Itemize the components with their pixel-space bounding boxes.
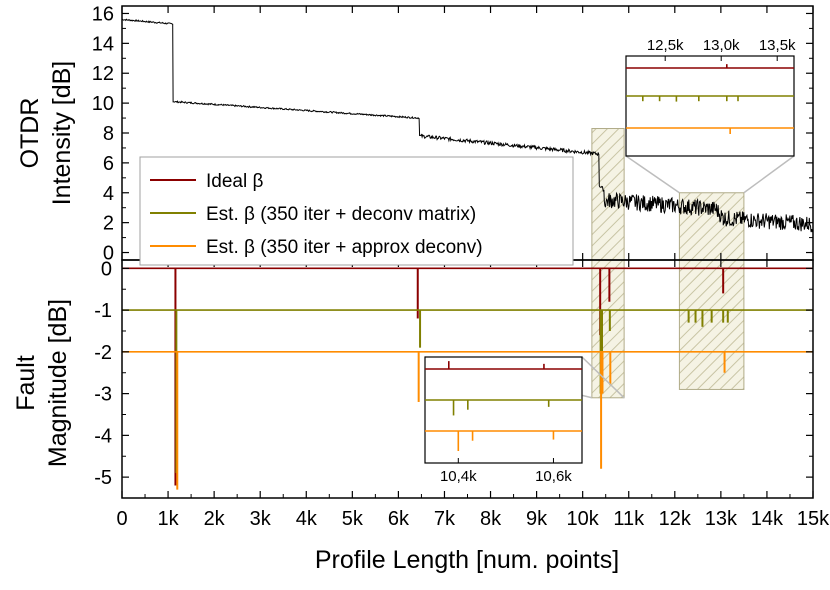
bottom-ytick-label: -1: [94, 300, 112, 322]
inset-tick-label: 13,5k: [759, 37, 796, 54]
bottom-ytick-label: -2: [94, 342, 112, 364]
bottom-ytick-label: -4: [94, 425, 112, 447]
bottom-xtick-label: 0: [116, 508, 127, 530]
top-ylabel-line2: Intensity [dB]: [48, 61, 76, 206]
highlight-region-1: [591, 128, 625, 399]
bottom-xtick-label: 8k: [480, 508, 502, 530]
top-ytick-label: 2: [103, 213, 114, 235]
top-ytick-label: 6: [103, 153, 114, 175]
bottom-xtick-label: 6k: [388, 508, 410, 530]
connector-line: [625, 155, 680, 194]
fault-series: [122, 267, 813, 490]
inset-tick-label: 10,4k: [440, 468, 477, 485]
bottom-xtick-label: 4k: [296, 508, 318, 530]
top-inset-ticks: 12,5k 13,0k 13,5k: [647, 37, 796, 61]
bottom-xtick-label: 3k: [250, 508, 272, 530]
bottom-ylabel-line2: Magnitude [dB]: [44, 299, 72, 467]
top-inset: 12,5k 13,0k 13,5k: [625, 37, 796, 157]
inset-tick-label: 13,0k: [703, 37, 740, 54]
top-y-ticks: 0 2 4 6 8 10 12 14 16: [92, 3, 813, 265]
bottom-xtick-label: 11k: [613, 508, 645, 530]
bottom-ytick-label: -3: [94, 384, 112, 406]
bottom-xtick-label: 7k: [434, 508, 456, 530]
top-ytick-label: 12: [92, 63, 114, 85]
bottom-xtick-label: 2k: [204, 508, 226, 530]
top-inset-frame: [625, 55, 795, 157]
bottom-ytick-label: -5: [94, 467, 112, 489]
bottom-ylabel-line1: Fault: [12, 355, 40, 411]
connector-line: [743, 155, 795, 194]
bottom-xtick-label: 12k: [659, 508, 692, 530]
legend-label-2: Est. β (350 iter + approx deconv): [206, 237, 483, 258]
top-ytick-label: 4: [103, 183, 114, 205]
bottom-inset: 10,4k 10,6k: [424, 356, 583, 485]
top-panel: 0 2 4 6 8 10 12 14 16 OTDR Intensity [dB]: [16, 3, 814, 265]
bottom-y-ticks: 0 -1 -2 -3 -4 -5: [94, 258, 813, 489]
top-ytick-label: 8: [103, 123, 114, 145]
legend-label-0: Ideal β: [206, 171, 263, 192]
bottom-xtick-label: 15k: [797, 508, 830, 530]
top-ytick-label: 0: [103, 243, 114, 265]
bottom-xtick-label: 14k: [751, 508, 784, 530]
bottom-xtick-label: 10k: [567, 508, 600, 530]
top-inset-series: [626, 64, 794, 134]
legend-label-1: Est. β (350 iter + deconv matrix): [206, 204, 476, 225]
otdr-trace: [122, 18, 813, 233]
connector-line: [581, 356, 625, 399]
bottom-xtick-label: 9k: [526, 508, 548, 530]
bottom-xtick-label: 1k: [158, 508, 180, 530]
x-axis-label: Profile Length [num. points]: [315, 546, 619, 574]
inset-tick-label: 10,6k: [535, 468, 572, 485]
bottom-inset-series: [425, 361, 582, 451]
bottom-inset-frame: [424, 356, 583, 464]
inset-tick-label: 12,5k: [647, 37, 684, 54]
bottom-xtick-label: 13k: [705, 508, 738, 530]
top-ytick-label: 16: [92, 3, 114, 25]
legend-box: [139, 156, 574, 266]
top-ytick-label: 10: [92, 93, 114, 115]
bottom-ytick-label: 0: [101, 258, 112, 280]
top-ytick-label: 14: [92, 33, 114, 55]
legend: Ideal β Est. β (350 iter + deconv matrix)…: [139, 156, 574, 266]
bottom-inset-ticks: 10,4k 10,6k: [440, 458, 572, 485]
bottom-xtick-label: 5k: [342, 508, 364, 530]
otdr-line: [122, 18, 813, 233]
top-ylabel-line1: OTDR: [16, 98, 44, 169]
